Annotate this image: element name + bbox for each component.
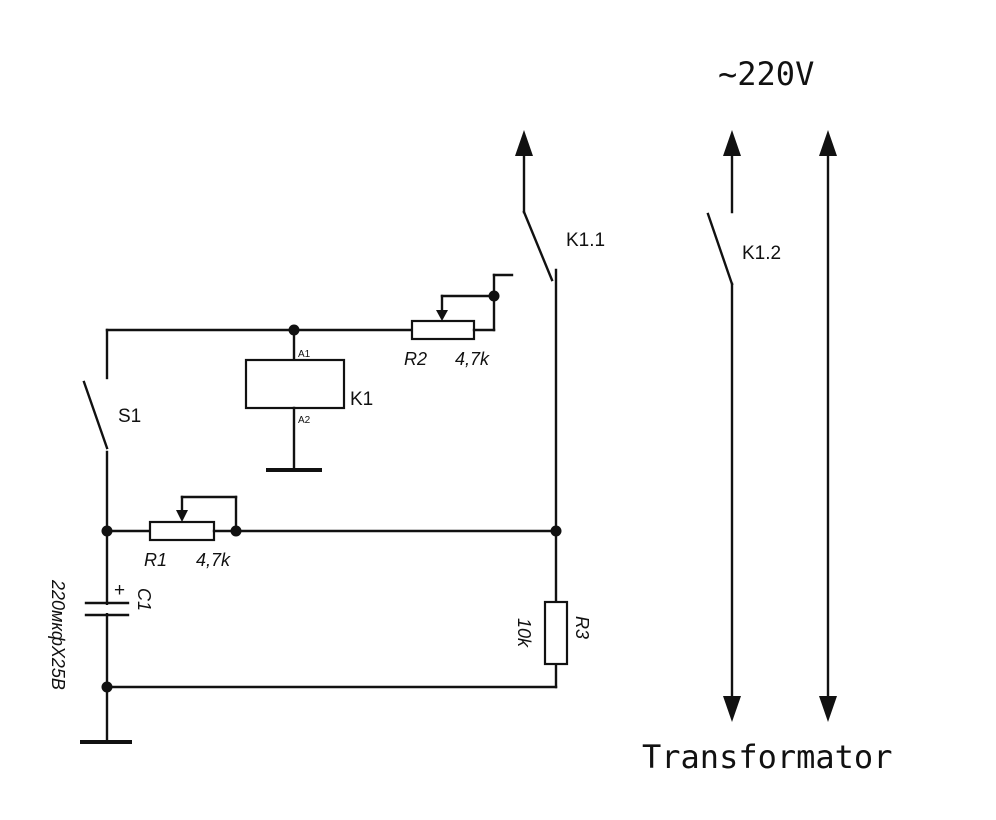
label-c1-value: 220мкфX25B [48, 579, 68, 690]
junction-dot [288, 324, 300, 336]
junction-dot [550, 525, 562, 537]
arrow-k12-bottom [723, 696, 741, 722]
label-c1-plus: + [114, 580, 125, 601]
arrow-mains-bottom [819, 696, 837, 722]
arrow-k12-top [723, 130, 741, 156]
label-k1-1: K1.1 [566, 230, 605, 251]
label-r1-name: R1 [144, 550, 167, 570]
label-pin-a1: A1 [298, 349, 311, 360]
junction-dot [101, 681, 113, 693]
label-r2-name: R2 [404, 349, 427, 369]
resistor-r2 [410, 319, 476, 341]
label-r3-value: 10k [514, 618, 534, 648]
label-r3-name: R3 [572, 616, 592, 639]
label-mains-voltage: ~220V [718, 55, 814, 93]
label-k1: K1 [350, 389, 373, 410]
resistor-r3 [543, 600, 569, 666]
switch-k11 [522, 210, 554, 282]
arrow-k11-top [515, 130, 533, 156]
switch-k12 [706, 212, 734, 286]
label-k1-2: K1.2 [742, 243, 781, 264]
junction-dot [230, 525, 242, 537]
wiper-arrow-r2 [436, 310, 448, 321]
label-transformer: Transformator [642, 738, 892, 776]
junction-dot [101, 525, 113, 537]
switch-s1 [82, 380, 109, 450]
label-r2-value: 4,7k [455, 349, 490, 369]
resistor-r1 [148, 520, 216, 542]
wiper-arrow-r1 [176, 510, 188, 522]
label-c1-name: C1 [134, 588, 154, 611]
label-r1-value: 4,7k [196, 550, 231, 570]
label-s1: S1 [118, 406, 141, 427]
label-pin-a2: A2 [298, 415, 311, 426]
junction-dot [488, 290, 500, 302]
relay-coil-k1 [244, 358, 346, 410]
arrow-mains-top [819, 130, 837, 156]
